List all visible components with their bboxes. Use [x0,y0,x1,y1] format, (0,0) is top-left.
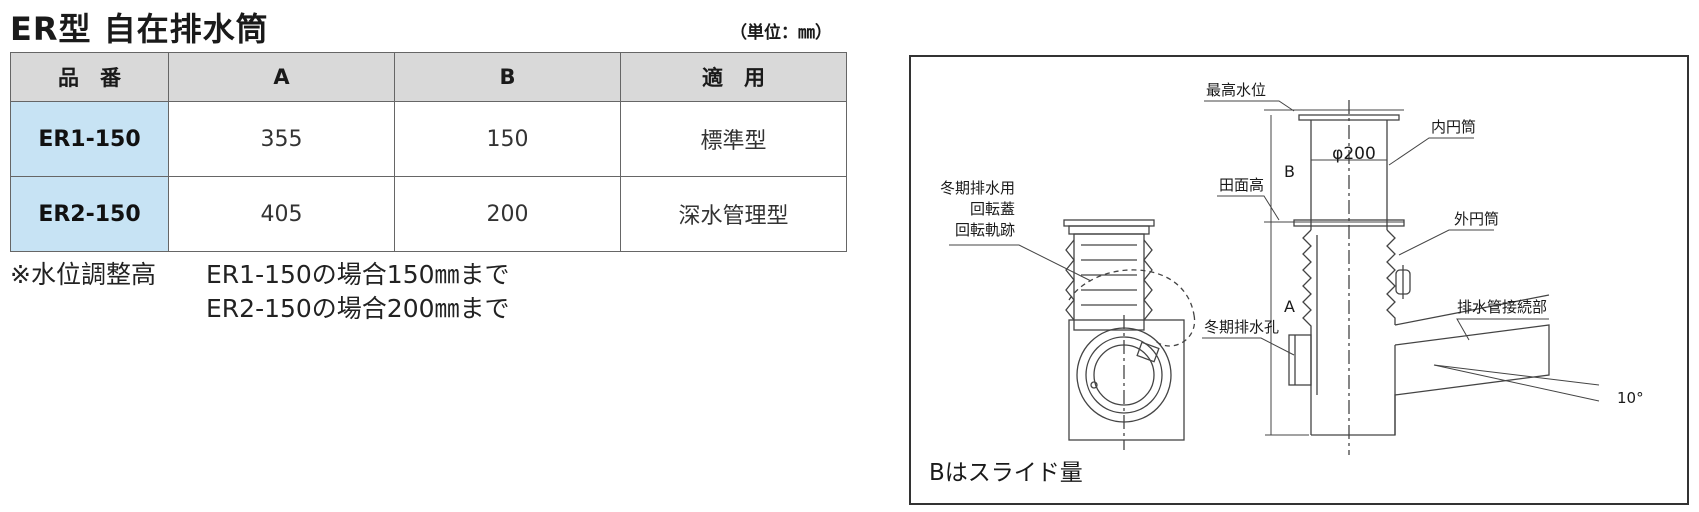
drain-tube-diagram: 冬期排水用 回転蓋 回転軌跡 [909,55,1689,505]
field-surface-label: 田面高 [1219,176,1264,194]
diagram-frame [909,55,1689,505]
application-cell: 標準型 [620,101,847,177]
note-label: ※水位調整高 [10,260,156,289]
front-view [1063,219,1196,450]
leader-line [1217,195,1280,221]
spec-table: 品 番 A B 適 用 ER1-150 355 150 標準型 ER2-150 … [10,52,847,252]
leader-line [949,244,1092,282]
winter-cover-label-1: 冬期排水用 [940,179,1015,197]
diagram-caption: Bはスライド量 [929,460,1083,486]
leader-line [1202,337,1295,356]
part-number-cell: ER1-150 [10,101,169,177]
diameter-label: φ200 [1332,144,1376,164]
dim-a-label: A [1284,297,1295,316]
drain-pipe-joint-label: 排水管接続部 [1457,298,1547,316]
side-view [1264,100,1600,455]
header-b: B [394,52,621,102]
table-row: ER2-150 405 200 深水管理型 [10,176,847,252]
outer-tube-label: 外円筒 [1454,210,1499,228]
part-number-cell: ER2-150 [10,176,169,252]
note-line-2: ER2-150の場合200㎜まで [206,294,510,323]
rotation-path-label: 回転軌跡 [955,221,1015,239]
b-value-cell: 200 [394,176,621,252]
table-header-row: 品 番 A B 適 用 [10,52,847,102]
note-line-1: ER1-150の場合150㎜まで [206,260,510,289]
angle-label: 10° [1617,389,1644,407]
dim-b-label: B [1284,162,1295,181]
header-part-number: 品 番 [10,52,169,102]
leader-line [1204,100,1295,112]
header-application: 適 用 [620,52,847,102]
leader-line [1456,318,1549,341]
a-value-cell: 405 [168,176,395,252]
max-water-level-label: 最高水位 [1206,81,1266,99]
winter-cover-label-2: 回転蓋 [970,200,1015,218]
leader-line [1388,137,1474,166]
inner-tube-label: 内円筒 [1431,118,1476,136]
application-cell: 深水管理型 [620,176,847,252]
winter-drain-hole-label: 冬期排水孔 [1204,318,1279,336]
unit-label: （単位：㎜） [730,23,832,43]
b-value-cell: 150 [394,101,621,177]
header-a: A [168,52,395,102]
a-value-cell: 355 [168,101,395,177]
leader-line [1398,229,1494,256]
page-title: ER型 自在排水筒 [10,10,269,48]
table-row: ER1-150 355 150 標準型 [10,101,847,177]
